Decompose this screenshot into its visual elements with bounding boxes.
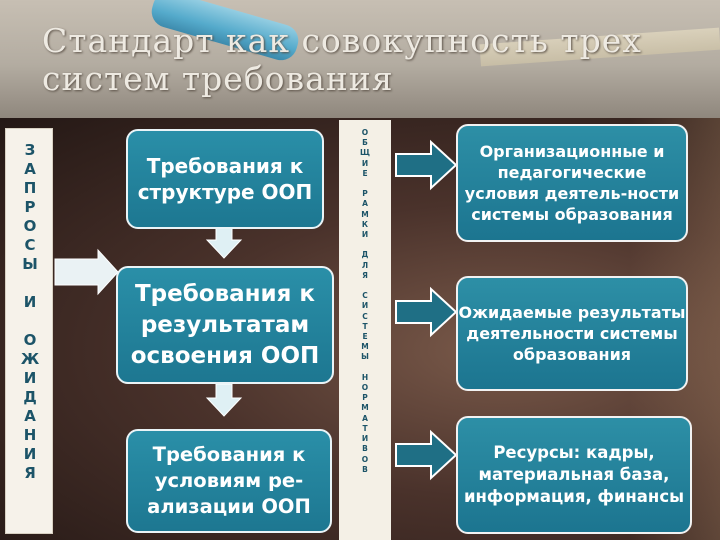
requirements-structure-box: Требования к структуре ООП [126, 129, 324, 229]
middle-vertical-label: О Б Щ И Е Р А М К И Д Л Я С И С Т Е М Ы … [360, 128, 370, 474]
box-label: Организационные и педагогические условия… [464, 142, 680, 224]
header-photo: Стандарт как совокупность трех систем тр… [0, 0, 720, 118]
box-label: Требования к результатам освоения ООП [130, 280, 320, 369]
left-vertical-strip: З А П Р О С Ы И О Ж И Д А Н И Я [5, 128, 53, 534]
box-label: Требования к структуре ООП [137, 154, 313, 204]
arrow-down-icon [205, 227, 243, 259]
arrow-right-icon [395, 139, 458, 191]
arrow-right-icon [395, 429, 458, 481]
arrow-right-icon [54, 248, 119, 296]
arrow-right-icon [395, 286, 458, 338]
resources-box: Ресурсы: кадры, материальная база, инфор… [456, 416, 692, 534]
box-label: Ожидаемые результаты деятельности систем… [458, 303, 686, 364]
box-label: Ресурсы: кадры, материальная база, инфор… [463, 443, 685, 506]
requirements-conditions-box: Требования к условиям ре-ализации ООП [126, 429, 332, 533]
slide-title: Стандарт как совокупность трех систем тр… [42, 21, 642, 98]
requirements-results-box: Требования к результатам освоения ООП [116, 266, 334, 384]
expected-results-box: Ожидаемые результаты деятельности систем… [456, 276, 688, 391]
arrow-down-icon [205, 383, 243, 417]
middle-vertical-strip: О Б Щ И Е Р А М К И Д Л Я С И С Т Е М Ы … [339, 120, 391, 540]
box-label: Требования к условиям ре-ализации ООП [147, 443, 311, 518]
left-vertical-label: З А П Р О С Ы И О Ж И Д А Н И Я [20, 141, 40, 482]
conditions-result-box: Организационные и педагогические условия… [456, 124, 688, 242]
